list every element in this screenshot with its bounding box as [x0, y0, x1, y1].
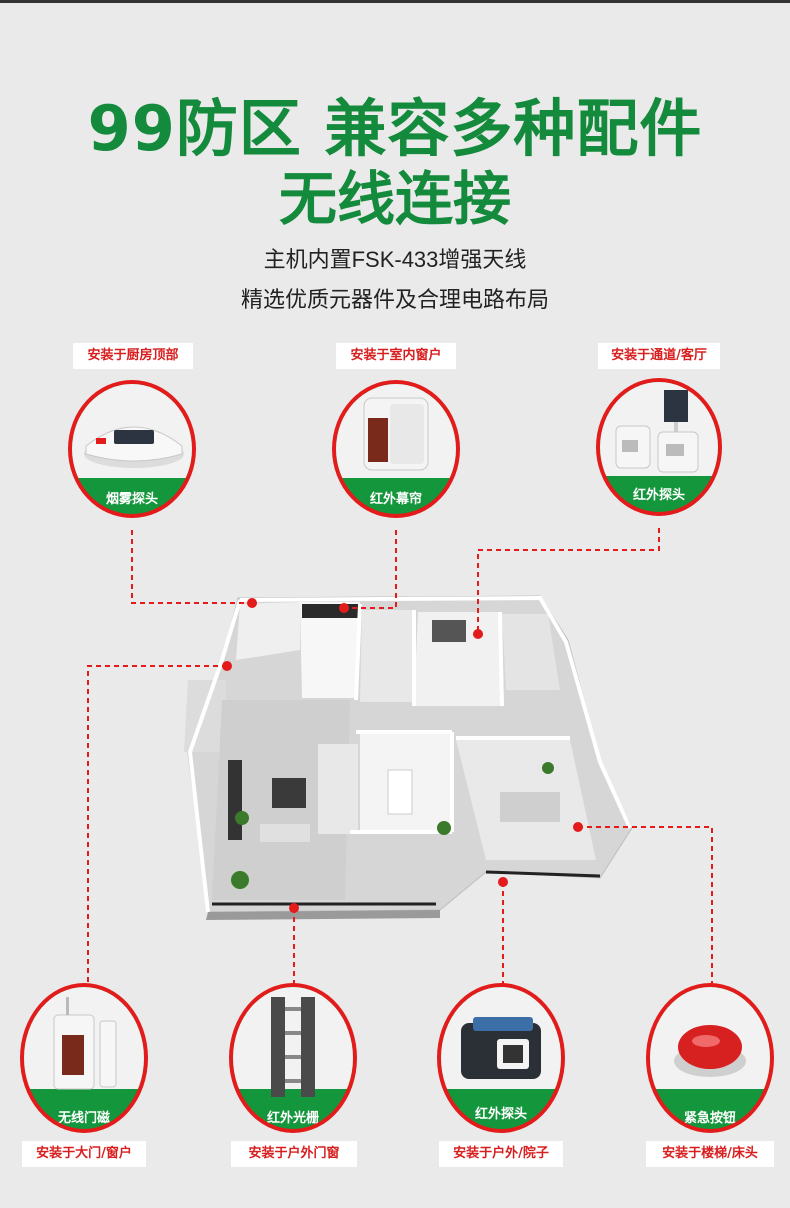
- infrared-curtain-icon: [363, 397, 429, 471]
- outdoor-detector-location-tag: 安装于户外/院子: [439, 1141, 563, 1167]
- infrared-curtain-label: 红外幕帘: [369, 492, 422, 507]
- smoke-detector-location-tag: 安装于厨房顶部: [73, 343, 193, 369]
- panic-button-label: 紧急按钮: [683, 1111, 736, 1126]
- outdoor-detector-label: 红外探头: [474, 1107, 527, 1122]
- subtitle-line-1: 主机内置FSK-433增强天线: [263, 247, 527, 272]
- connector-lines: [87, 528, 713, 985]
- sensor-dots: [222, 598, 583, 913]
- infrared-curtain-card: 红外幕帘: [332, 380, 460, 518]
- smoke-detector-card: 烟雾探头: [68, 380, 196, 518]
- outdoor-detector-icon: [461, 1017, 541, 1079]
- pir-sensor-icon: [615, 390, 699, 473]
- top-border: [0, 0, 790, 3]
- pir-sensor-card: 红外探头: [596, 378, 722, 516]
- smoke-detector-icon: [84, 426, 184, 468]
- floor-plan: [184, 595, 633, 920]
- panic-button-card: 紧急按钮: [646, 983, 774, 1133]
- infrared-beam-icon: [271, 997, 315, 1097]
- pir-sensor-label: 红外探头: [632, 488, 685, 503]
- panic-button-icon: [674, 1025, 746, 1077]
- pir-sensor-location-tag: 安装于通道/客厅: [598, 343, 720, 369]
- headline-line-2: 无线连接: [278, 165, 511, 233]
- infrared-curtain-location-tag: 安装于室内窗户: [336, 343, 456, 369]
- panic-button-location-tag: 安装于楼梯/床头: [646, 1141, 774, 1167]
- infrared-beam-card: 红外光栅: [229, 983, 357, 1133]
- door-contact-icon: [53, 997, 117, 1090]
- headline-line-1: 99防区 兼容多种配件: [87, 92, 703, 165]
- infrared-beam-label: 红外光栅: [266, 1111, 319, 1126]
- infrared-beam-location-tag: 安装于户外门窗: [231, 1141, 357, 1167]
- door-contact-card: 无线门磁: [20, 983, 148, 1133]
- subtitle-line-2: 精选优质元器件及合理电路布局: [240, 287, 549, 312]
- door-contact-label: 无线门磁: [57, 1111, 110, 1126]
- smoke-detector-label: 烟雾探头: [105, 492, 158, 507]
- door-contact-location-tag: 安装于大门/窗户: [22, 1141, 146, 1167]
- outdoor-detector-card: 红外探头: [437, 983, 565, 1133]
